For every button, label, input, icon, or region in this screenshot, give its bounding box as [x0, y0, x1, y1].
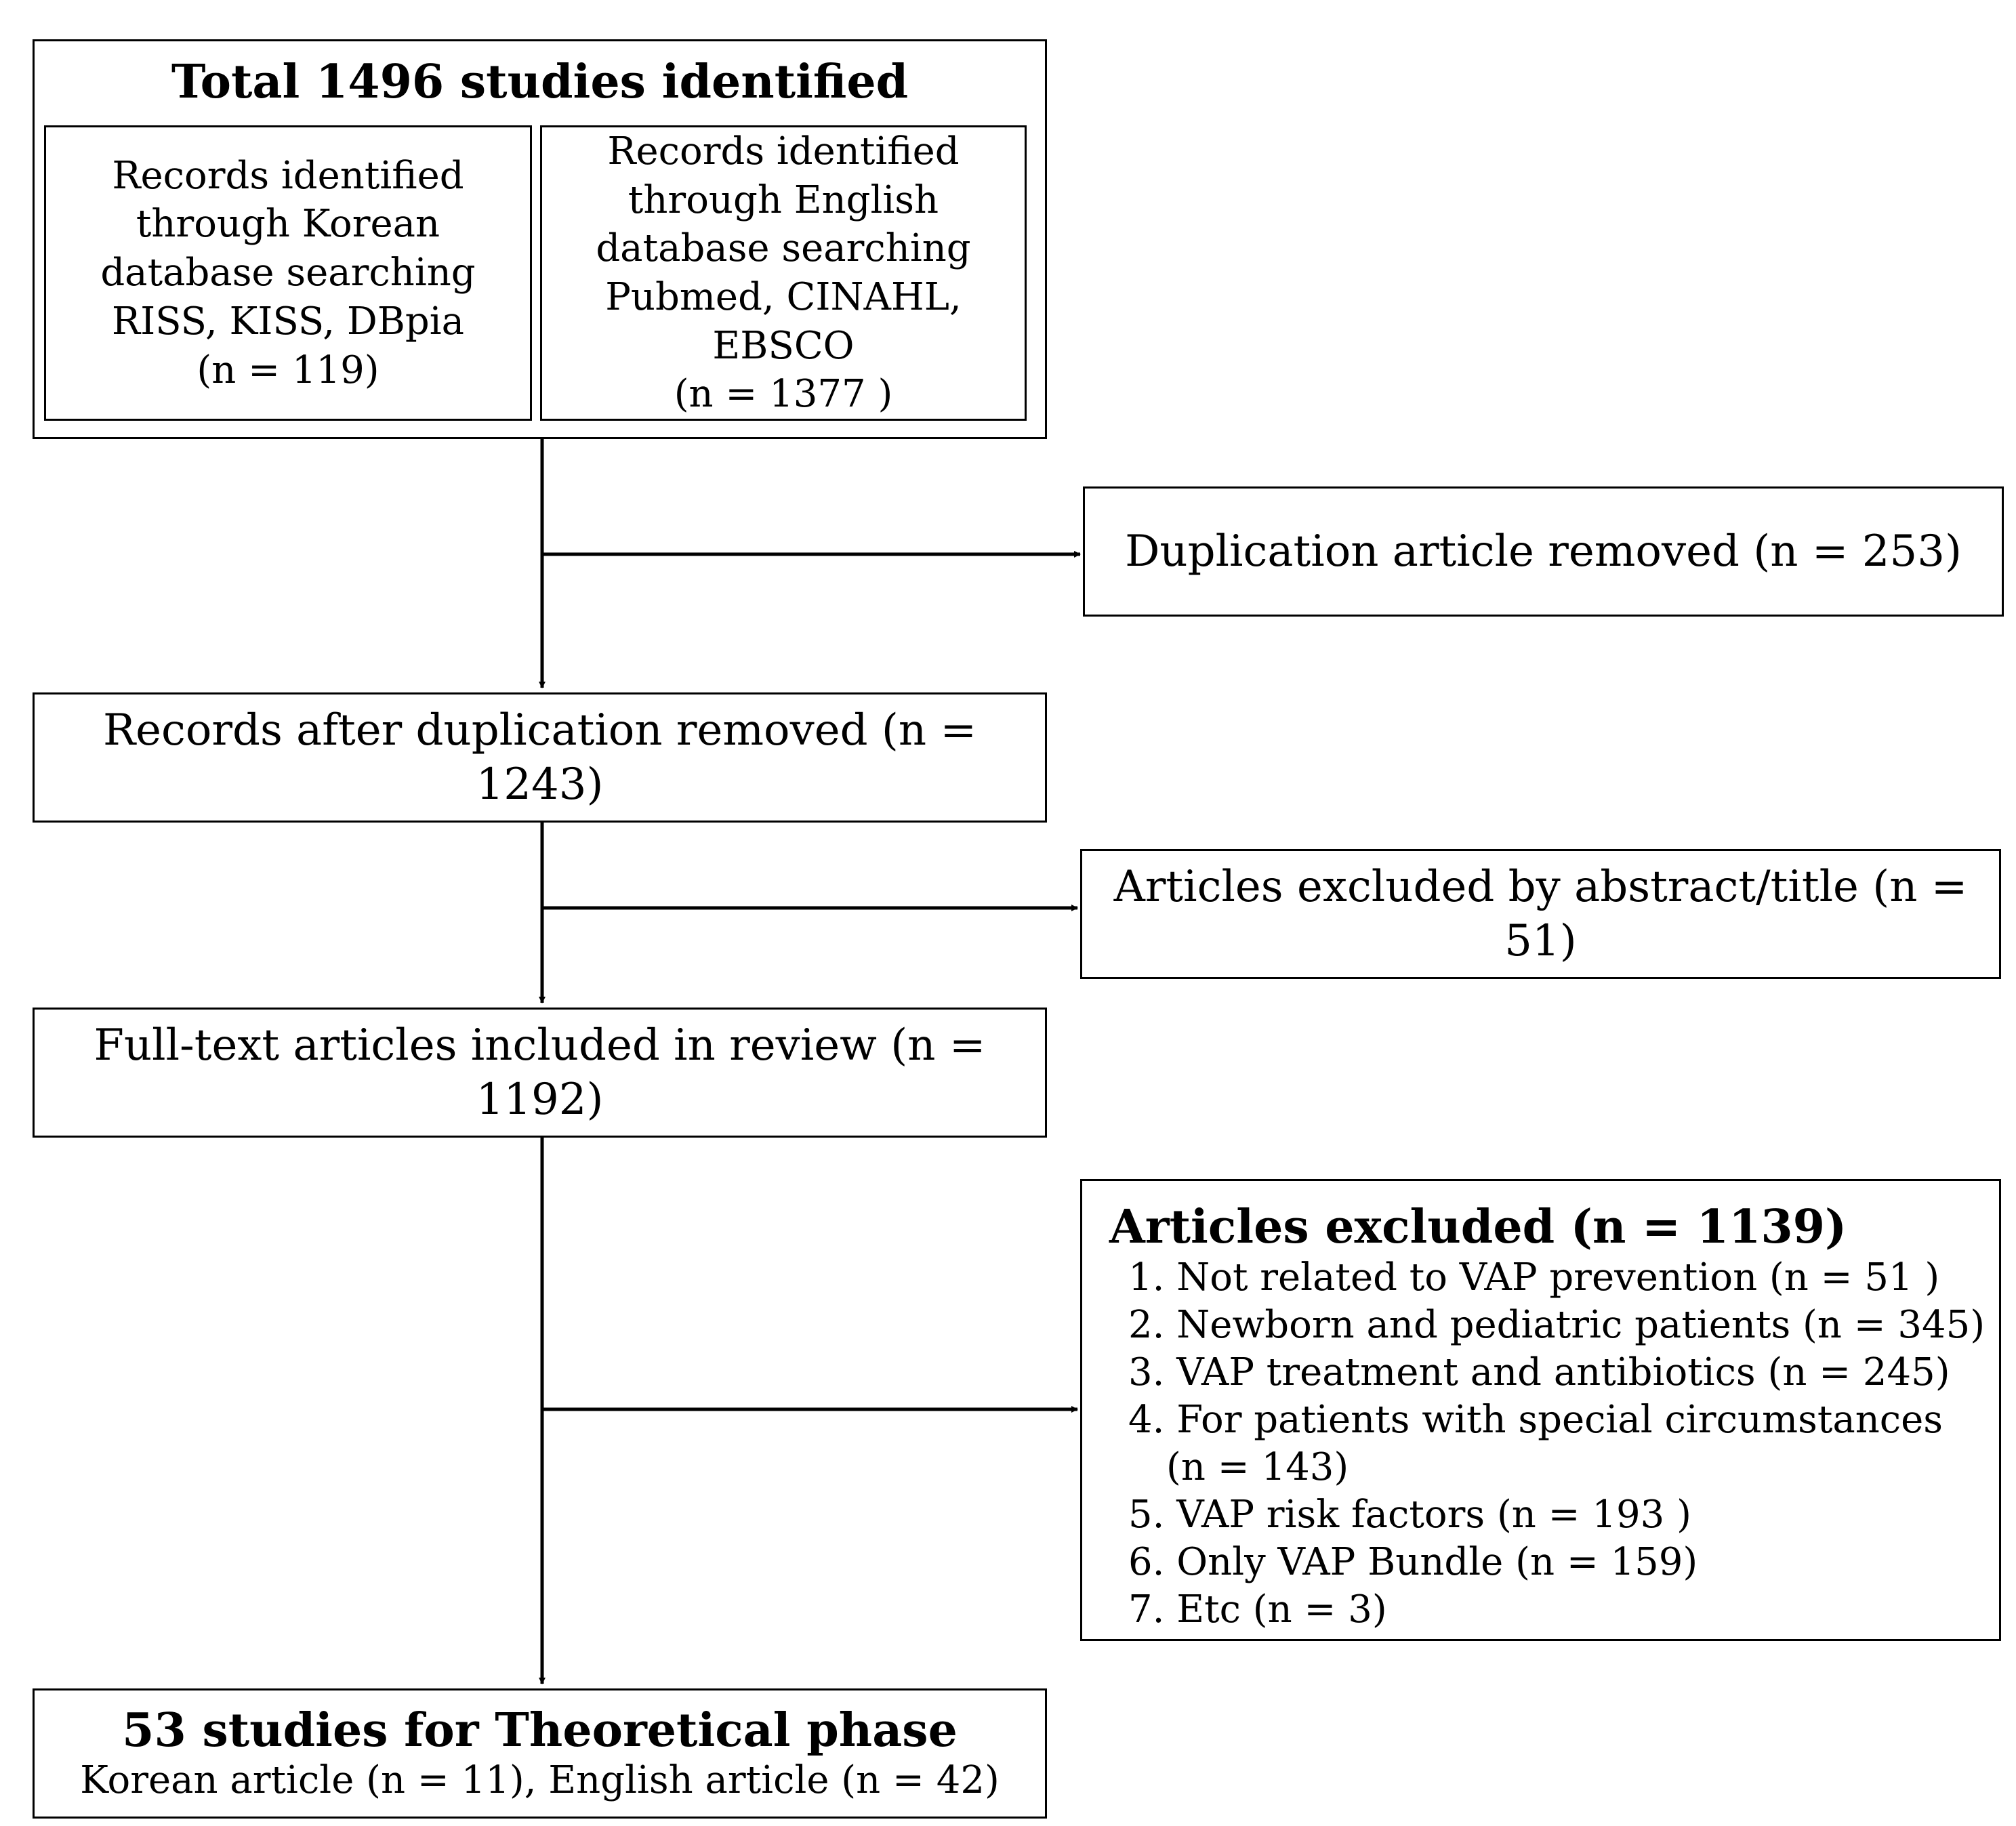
korean-line-2: through Korean	[136, 202, 440, 247]
english-count: (n = 1377 )	[674, 372, 893, 417]
korean-records-box: Records identified through Korean databa…	[44, 125, 532, 421]
final-studies-title: 53 studies for Theoretical phase	[122, 1703, 958, 1758]
excluded-abstract-text: Articles excluded by abstract/title (n =…	[1113, 862, 1968, 966]
final-studies-subtitle: Korean article (n = 11), English article…	[80, 1758, 1000, 1802]
english-line-5: EBSCO	[712, 323, 855, 368]
excluded-reason-4-count: (n = 143)	[1166, 1445, 1349, 1489]
full-text-text: Full-text articles included in review (n…	[94, 1020, 986, 1125]
excluded-reason-6: 6. Only VAP Bundle (n = 159)	[1128, 1540, 1698, 1584]
after-duplication-box: Records after duplication removed (n = 1…	[33, 692, 1047, 823]
korean-count: (n = 119)	[197, 348, 379, 392]
korean-line-1: Records identified	[112, 153, 464, 198]
excluded-reasons-list: 1. Not related to VAP prevention (n = 51…	[1128, 1254, 1985, 1634]
total-identified-box: Total 1496 studies identified Records id…	[33, 39, 1047, 439]
duplication-removed-box: Duplication article removed (n = 253)	[1083, 486, 2004, 617]
excluded-abstract-box: Articles excluded by abstract/title (n =…	[1080, 849, 2001, 979]
excluded-reason-1: 1. Not related to VAP prevention (n = 51…	[1128, 1256, 1940, 1300]
excluded-reason-3: 3. VAP treatment and antibiotics (n = 24…	[1128, 1350, 1950, 1394]
excluded-reason-7: 7. Etc (n = 3)	[1128, 1588, 1387, 1632]
korean-line-3: database searching	[100, 251, 476, 295]
total-identified-title: Total 1496 studies identified	[171, 55, 909, 109]
full-text-box: Full-text articles included in review (n…	[33, 1008, 1047, 1138]
excluded-reason-5: 5. VAP risk factors (n = 193 )	[1128, 1493, 1691, 1537]
english-line-1: Records identified	[607, 129, 960, 173]
excluded-list-box: Articles excluded (n = 1139) 1. Not rela…	[1080, 1179, 2001, 1641]
excluded-reason-2: 2. Newborn and pediatric patients (n = 3…	[1128, 1303, 1986, 1347]
duplication-removed-text: Duplication article removed (n = 253)	[1125, 526, 1962, 577]
korean-line-4: RISS, KISS, DBpia	[111, 299, 465, 344]
excluded-reason-4: 4. For patients with special circumstanc…	[1128, 1398, 1943, 1442]
english-line-3: database searching	[596, 226, 971, 271]
english-line-4: Pubmed, CINAHL,	[605, 275, 962, 319]
excluded-list-title: Articles excluded (n = 1139)	[1109, 1200, 1847, 1254]
final-studies-box: 53 studies for Theoretical phase Korean …	[33, 1688, 1047, 1819]
after-duplication-text: Records after duplication removed (n = 1…	[102, 705, 977, 810]
english-records-box: Records identified through English datab…	[540, 125, 1027, 421]
english-line-2: through English	[628, 178, 939, 222]
